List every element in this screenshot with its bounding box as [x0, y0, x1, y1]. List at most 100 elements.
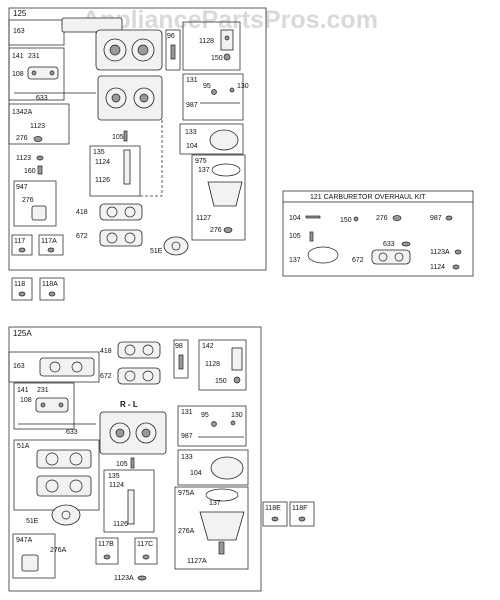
part-label-163[interactable]: 163 — [13, 28, 25, 35]
part-label-1128-bottom[interactable]: 1128 — [205, 361, 220, 368]
part-label-1124[interactable]: 1124 — [95, 159, 110, 166]
kit-seal-276-icon — [392, 215, 402, 221]
screw-98-icon — [178, 354, 184, 370]
watermark-text: AppliancePartsPros.com — [82, 6, 378, 34]
part-label-276[interactable]: 276 — [16, 135, 28, 142]
part-label-276c[interactable]: 276 — [210, 227, 222, 234]
kit-washer-1123A-icon — [454, 249, 462, 255]
linkage-131-bottom-icon — [198, 420, 244, 438]
callout-box-163 — [8, 19, 65, 46]
part-label-130[interactable]: 130 — [237, 83, 249, 90]
part-label-1127A[interactable]: 1127A — [187, 558, 207, 565]
part-label-987[interactable]: 987 — [186, 102, 198, 109]
part-label-96[interactable]: 96 — [167, 33, 175, 40]
group-label: 125 — [13, 9, 27, 18]
jet-160-icon — [36, 155, 44, 175]
part-label-117A[interactable]: 117A — [41, 238, 57, 245]
kit-part-label-137[interactable]: 137 — [289, 257, 301, 264]
part-label-418[interactable]: 418 — [76, 209, 88, 216]
part-label-118[interactable]: 118 — [14, 281, 25, 288]
part-label-276A[interactable]: 276A — [178, 528, 195, 535]
part-label-104-bottom[interactable]: 104 — [190, 470, 202, 477]
part-label-1126-bottom[interactable]: 1126 — [113, 521, 128, 528]
part-label-276Ab[interactable]: 276A — [50, 547, 67, 554]
part-label-987-bottom[interactable]: 987 — [181, 433, 193, 440]
part-label-276b[interactable]: 276 — [22, 197, 34, 204]
part-label-975[interactable]: 975 — [195, 158, 207, 165]
part-label-1127[interactable]: 1127 — [196, 215, 211, 222]
kit-part-label-672[interactable]: 672 — [352, 257, 364, 264]
part-label-118A[interactable]: 118A — [42, 281, 58, 288]
part-label-51A[interactable]: 51A — [17, 443, 30, 450]
part-label-947[interactable]: 947 — [16, 184, 28, 191]
part-label-1124-bottom[interactable]: 1124 — [109, 482, 124, 489]
part-label-108[interactable]: 108 — [12, 71, 24, 78]
kit-part-label-104[interactable]: 104 — [289, 215, 301, 222]
part-label-135[interactable]: 135 — [93, 149, 105, 156]
part-label-150-bottom[interactable]: 150 — [215, 378, 227, 385]
part-label-141[interactable]: 141 — [12, 53, 24, 60]
kit-part-label-150[interactable]: 150 — [340, 217, 352, 224]
callout-box-142 — [198, 339, 247, 391]
part-label-137[interactable]: 137 — [198, 167, 210, 174]
part-label-118F[interactable]: 118F — [292, 505, 307, 512]
part-label-160[interactable]: 160 — [24, 168, 36, 175]
part-label-141-bottom[interactable]: 141 — [17, 387, 29, 394]
kit-oring-137-icon — [307, 246, 339, 264]
kit-part-label-633[interactable]: 633 — [383, 241, 395, 248]
part-label-133[interactable]: 133 — [185, 129, 197, 136]
part-label-1123b[interactable]: 1123 — [16, 155, 31, 162]
part-label-95[interactable]: 95 — [203, 83, 211, 90]
part-label-131-bottom[interactable]: 131 — [181, 409, 193, 416]
part-label-1123A-bottom[interactable]: 1123A — [114, 575, 134, 582]
kit-gasket-672-icon — [371, 249, 411, 265]
part-label-975A[interactable]: 975A — [178, 490, 195, 497]
part-label-231-bottom[interactable]: 231 — [37, 387, 49, 394]
part-label-947A[interactable]: 947A — [16, 537, 33, 544]
part-label-135-bottom[interactable]: 135 — [108, 473, 120, 480]
part-label-672[interactable]: 672 — [76, 233, 88, 240]
kit-needle-105-icon — [309, 231, 314, 242]
callout-box-1128 — [182, 21, 241, 71]
part-label-117C[interactable]: 117C — [137, 541, 153, 548]
part-label-137-bottom[interactable]: 137 — [209, 500, 221, 507]
part-label-1128[interactable]: 1128 — [199, 38, 214, 45]
part-label-163-bottom[interactable]: 163 — [13, 363, 25, 370]
part-label-633[interactable]: 633 — [36, 95, 48, 102]
part-label-51E[interactable]: 51E — [150, 248, 163, 255]
part-label-98[interactable]: 98 — [175, 343, 183, 350]
callout-box-975A — [174, 486, 249, 570]
part-label-131[interactable]: 131 — [186, 77, 198, 84]
part-label-118E[interactable]: 118E — [265, 505, 281, 512]
part-label-108-bottom[interactable]: 108 — [20, 397, 32, 404]
part-label-117[interactable]: 117 — [14, 238, 25, 245]
part-label-105[interactable]: 105 — [112, 134, 124, 141]
part-label-1126[interactable]: 1126 — [95, 177, 110, 184]
gasket-672-bottom-icon — [117, 367, 161, 385]
part-label-105-bottom[interactable]: 105 — [116, 461, 128, 468]
part-label-1123[interactable]: 1123 — [30, 123, 45, 130]
kit-part-label-276[interactable]: 276 — [376, 215, 388, 222]
part-label-150[interactable]: 150 — [211, 55, 223, 62]
gasket-163-icon — [61, 17, 123, 33]
part-label-633-bottom[interactable]: 633 — [66, 429, 78, 436]
part-label-117B[interactable]: 117B — [98, 541, 114, 548]
part-label-133-bottom[interactable]: 133 — [181, 454, 193, 461]
kit-part-label-105[interactable]: 105 — [289, 233, 301, 240]
part-label-142[interactable]: 142 — [202, 343, 214, 350]
part-label-51E-bottom[interactable]: 51E — [26, 518, 39, 525]
part-label-104[interactable]: 104 — [186, 143, 198, 150]
part-label-95-bottom[interactable]: 95 — [201, 412, 209, 419]
part-label-1342A[interactable]: 1342A — [12, 109, 33, 116]
kit-part-label-1123A[interactable]: 1123A — [430, 249, 450, 256]
part-label-418-bottom[interactable]: 418 — [100, 348, 112, 355]
kit-pin-104-icon — [305, 215, 321, 219]
screw-96-icon — [170, 44, 176, 60]
kit-part-label-1124[interactable]: 1124 — [430, 264, 445, 271]
kit-part-label-987[interactable]: 987 — [430, 215, 442, 222]
emulsion-tube-135-icon — [123, 149, 131, 185]
part-label-672-bottom[interactable]: 672 — [100, 373, 112, 380]
diagram-bottom: 125A 418 672 98 142 1128 150 163 — [8, 326, 262, 592]
part-label-231[interactable]: 231 — [28, 53, 40, 60]
part-label-130-bottom[interactable]: 130 — [231, 412, 243, 419]
